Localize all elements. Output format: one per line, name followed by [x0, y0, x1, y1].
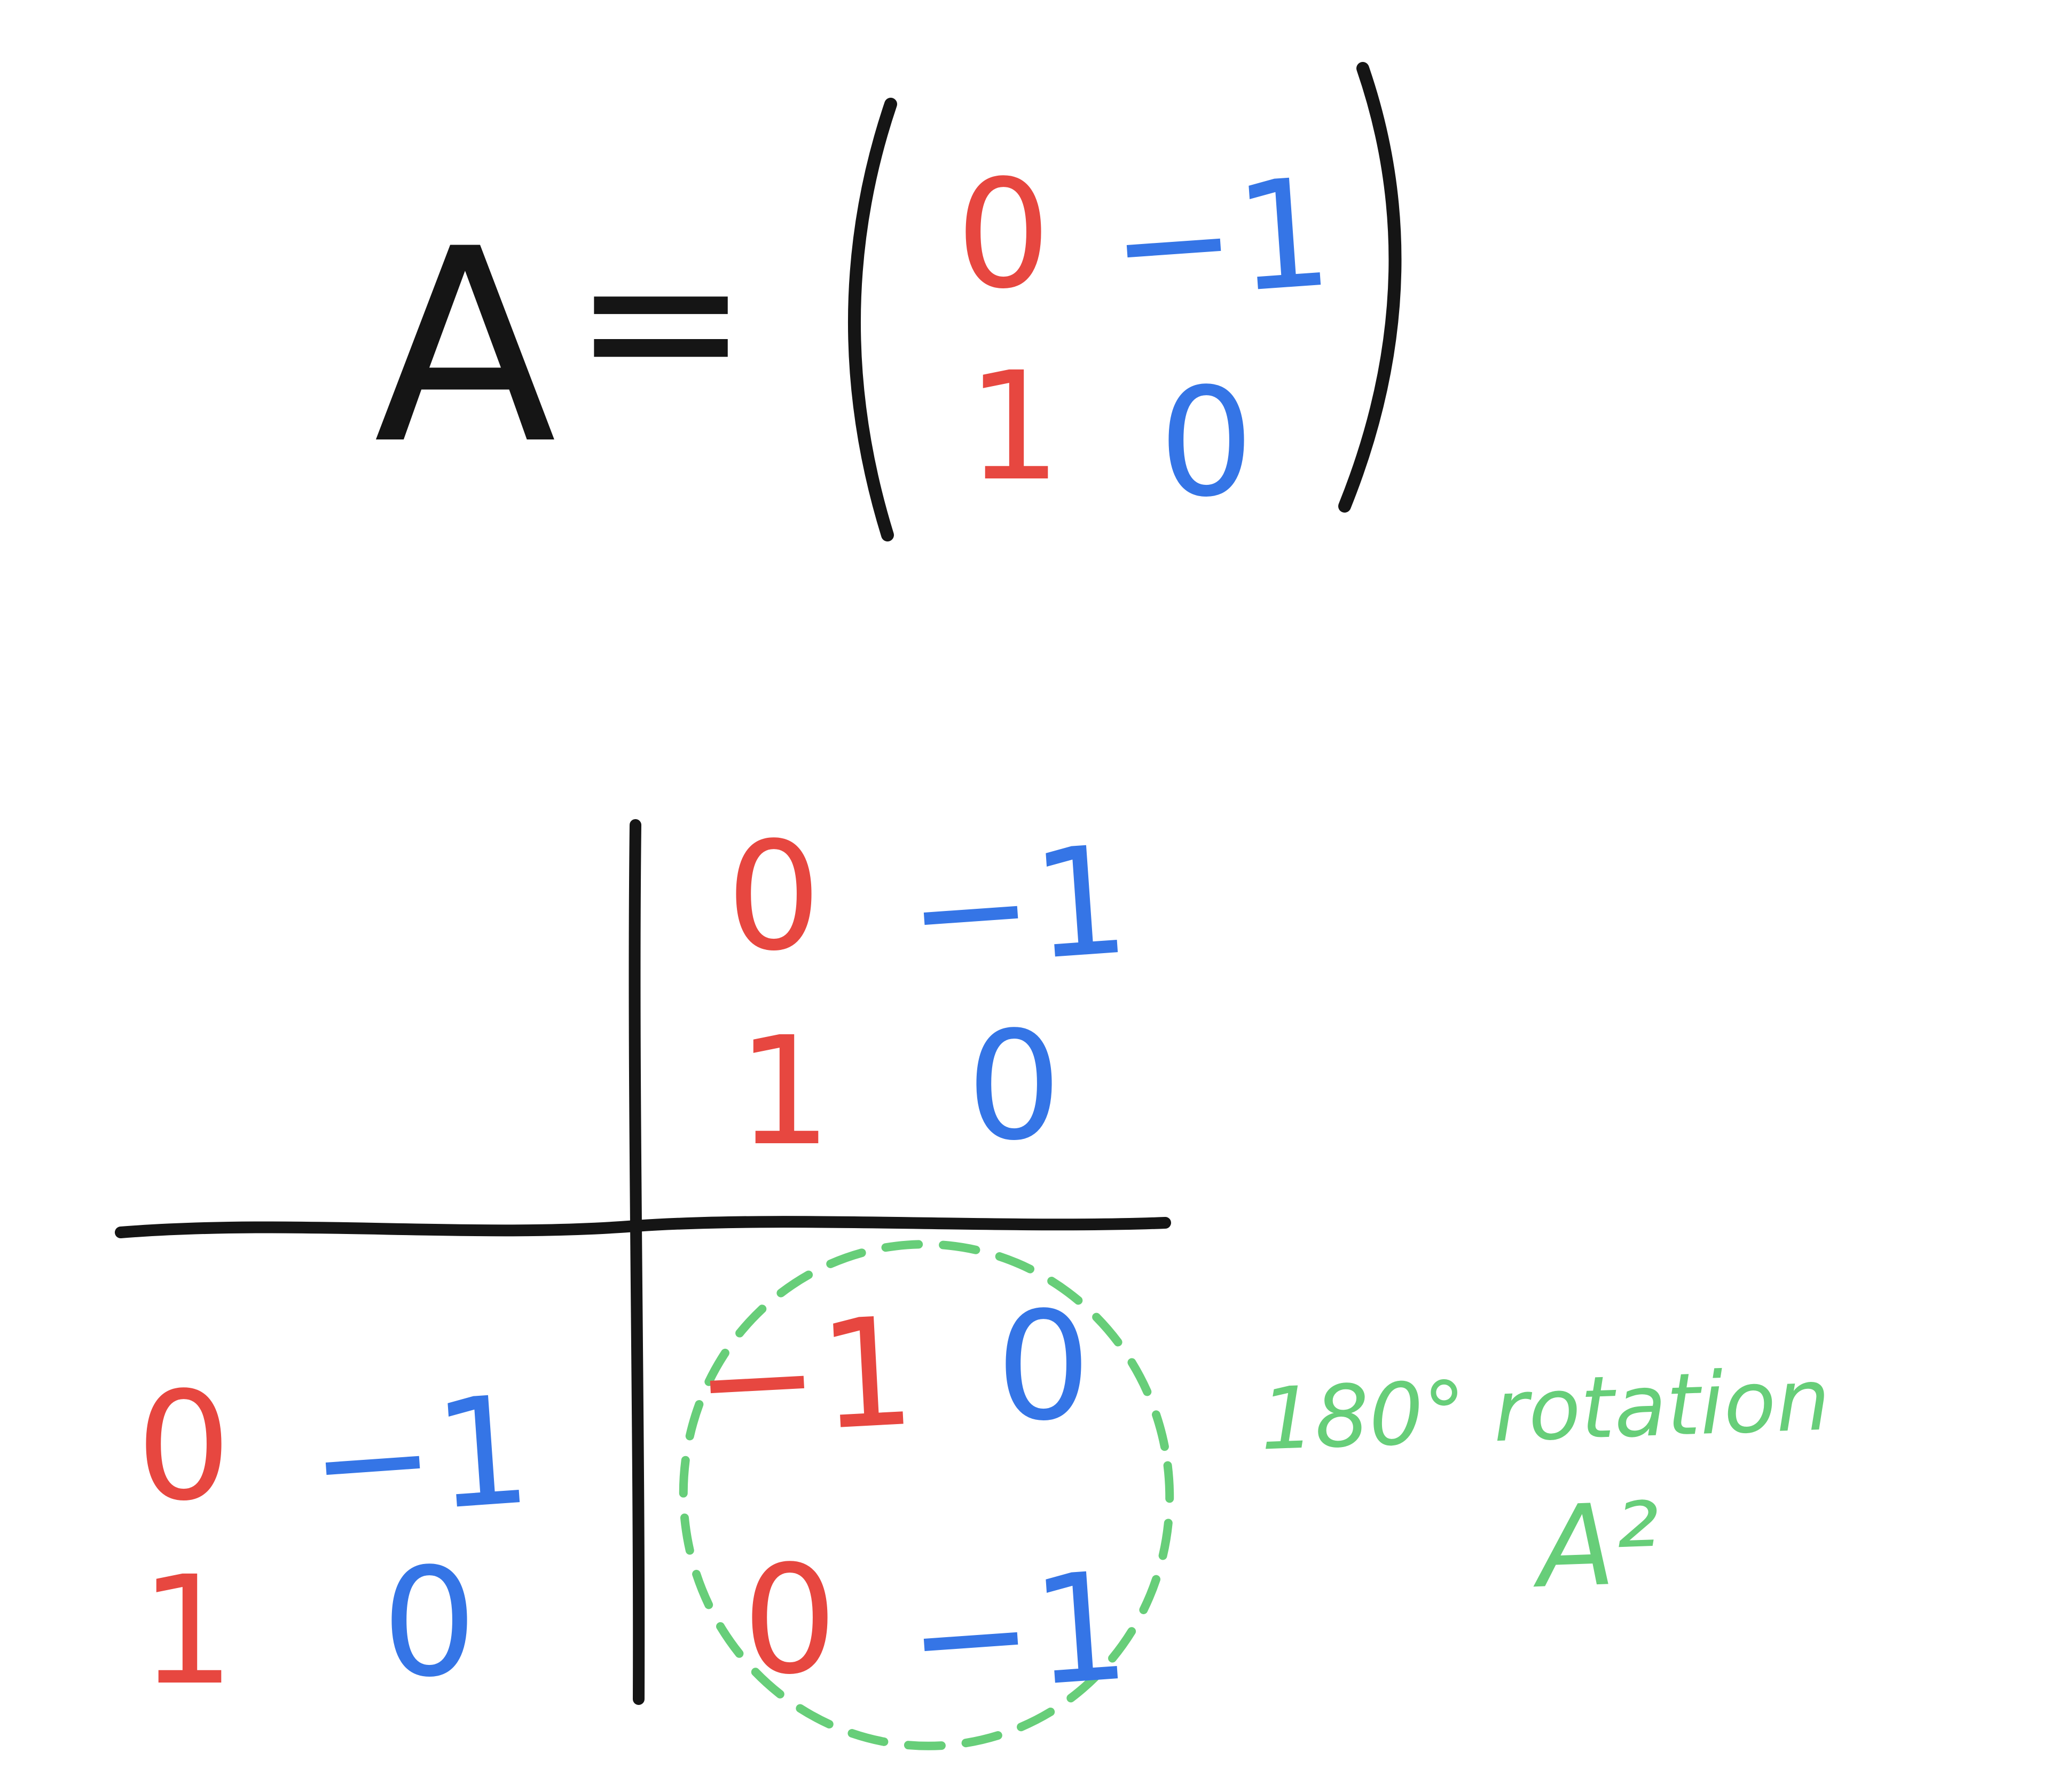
- highlight-dashed-circle: [679, 1240, 1174, 1750]
- top-right-matrix-entry-r1c1: 0: [726, 810, 822, 984]
- bottom-left-matrix-entry-r1c2: −1: [304, 1363, 536, 1552]
- matrix-right-parenthesis: [1338, 62, 1402, 513]
- top-right-matrix-entry-r2c1: 1: [737, 1005, 833, 1179]
- equation-matrix-entry-r2c1: 1: [967, 340, 1062, 514]
- bottom-right-matrix-entry-r1c1: −1: [689, 1285, 920, 1471]
- y-axis-line: [629, 819, 645, 1705]
- x-axis-line: [115, 1216, 1171, 1238]
- top-right-matrix-entry-r2c2: 0: [967, 1000, 1062, 1174]
- equation-matrix-entry-r1c1: 0: [956, 148, 1051, 322]
- equation-matrix-entry-r1c2: −1: [1105, 146, 1337, 335]
- bottom-left-matrix-entry-r1c1: 0: [136, 1360, 232, 1534]
- bottom-right-matrix-entry-r2c2: −1: [902, 1539, 1134, 1728]
- equals-sign: =: [571, 196, 751, 444]
- matrix-label-A: A: [374, 192, 557, 502]
- rotation-annotation: 180° rotation: [1259, 1349, 1832, 1469]
- equation-matrix-entry-r2c2: 0: [1159, 356, 1254, 530]
- bottom-right-matrix-entry-r2c1: 0: [742, 1534, 838, 1708]
- bottom-right-matrix-entry-r1c2: 0: [996, 1280, 1092, 1454]
- bottom-left-matrix-entry-r2c1: 1: [140, 1544, 235, 1718]
- top-right-matrix-entry-r1c2: −1: [902, 813, 1134, 1002]
- a-squared-annotation: A²: [1535, 1478, 1662, 1613]
- bottom-left-matrix-entry-r2c2: 0: [382, 1536, 477, 1710]
- matrix-left-parenthesis: [847, 98, 897, 541]
